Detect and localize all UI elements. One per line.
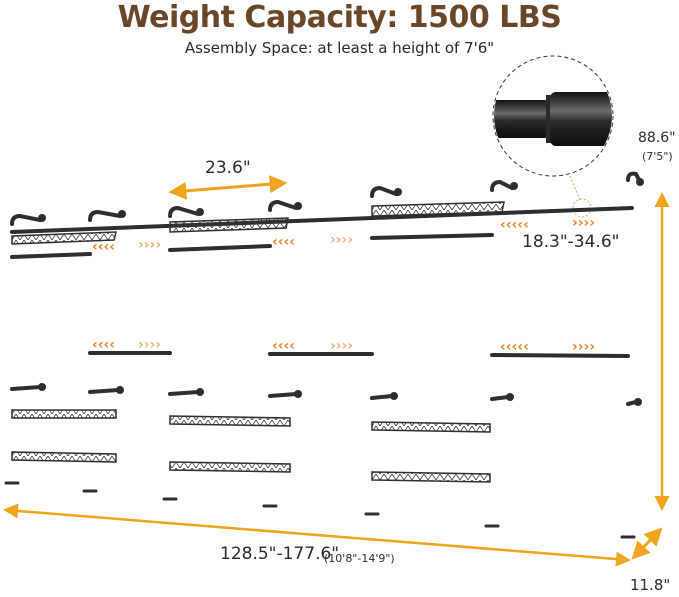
shelf-width-label: 23.6": [205, 158, 251, 178]
svg-text:‹‹‹‹: ‹‹‹‹: [272, 338, 295, 354]
height-label: 88.6": [638, 130, 676, 146]
adjust-chevrons: ‹‹‹‹ ›››› ‹‹‹‹ ›››› ‹‹‹‹‹ ›››› ‹‹‹‹ ›››› ‹‹‹…: [92, 215, 595, 355]
total-width-arrow: [3, 503, 631, 567]
svg-text:››››: ››››: [330, 232, 353, 248]
svg-text:‹‹‹‹: ‹‹‹‹: [272, 234, 295, 250]
rack-frame: [4, 171, 642, 539]
joint-callout: [492, 55, 614, 218]
depth-arrow: [631, 527, 663, 560]
wire-shelves: [11, 201, 505, 483]
svg-text:‹‹‹‹: ‹‹‹‹: [92, 239, 115, 255]
svg-text:‹‹‹‹: ‹‹‹‹: [92, 337, 115, 353]
shelf-width-arrow: [168, 175, 288, 200]
svg-text:››››: ››››: [138, 337, 161, 353]
rod-range-label: 18.3"-34.6": [522, 232, 620, 252]
hook-caps: [38, 178, 644, 406]
svg-text:››››: ››››: [572, 215, 595, 231]
depth-label: 11.8": [630, 576, 671, 594]
page-subtitle: Assembly Space: at least a height of 7'6…: [184, 39, 495, 57]
svg-text:‹‹‹‹‹: ‹‹‹‹‹: [500, 217, 529, 233]
svg-text:‹‹‹‹‹: ‹‹‹‹‹: [500, 339, 529, 355]
height-sub-label: (7'5"): [642, 150, 673, 163]
svg-text:››››: ››››: [572, 339, 595, 355]
total-width-sub-label: (10'8"-14'9"): [324, 552, 395, 565]
svg-text:››››: ››››: [138, 237, 161, 253]
total-width-label: 128.5"-177.6": [220, 544, 340, 564]
svg-text:››››: ››››: [330, 338, 353, 354]
page-title: Weight Capacity: 1500 LBS: [117, 0, 562, 35]
